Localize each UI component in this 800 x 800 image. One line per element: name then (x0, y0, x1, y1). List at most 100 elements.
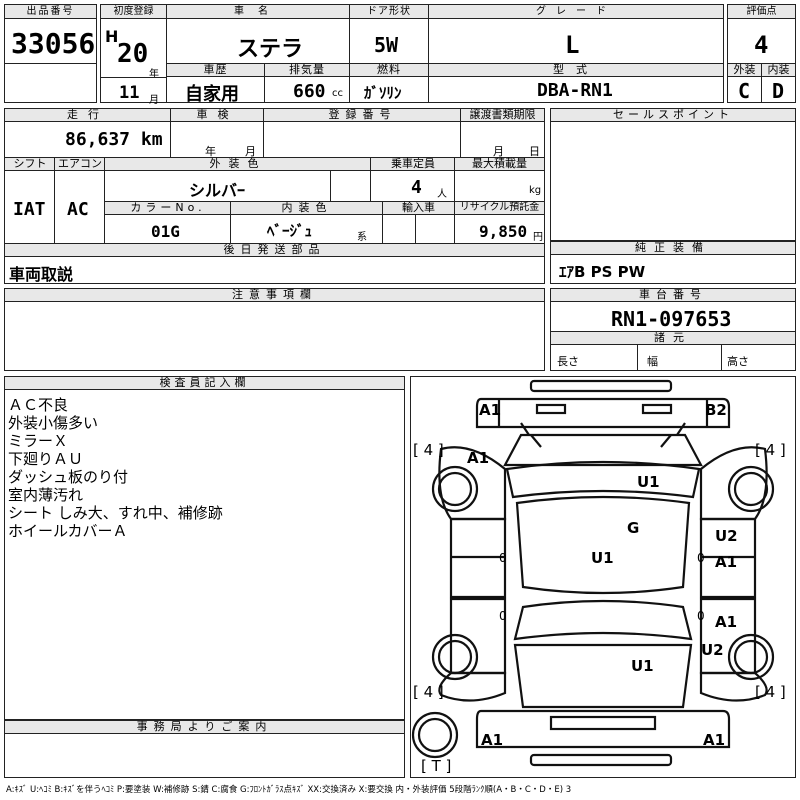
sales-point-box: セールスポイント (550, 108, 796, 241)
door-box: ドア形状 5W (349, 4, 429, 66)
shift: IAT (13, 199, 46, 220)
recycle-label: リサイクル預託金 (455, 202, 544, 215)
year-unit: 年 (149, 69, 159, 80)
shift-label: シフト (5, 158, 55, 171)
interior-color-label: 内装色 (231, 202, 383, 215)
fuel: ｶﾞｿﾘﾝ (364, 84, 402, 102)
note-line: ホイールカバーＡ (8, 522, 128, 540)
score: 4 (754, 31, 769, 59)
mark-roof-front: U1 (637, 473, 660, 491)
tire-rear-right: [ 4 ] (755, 683, 786, 701)
height-label: 高さ (727, 355, 749, 368)
ac-label: エアコン (55, 158, 105, 171)
model-box: 型式 DBA-RN1 (428, 63, 724, 103)
chassis-box: 車台番号 RN1-097653 諸元 長さ 幅 高さ (550, 288, 796, 371)
mark-hood: A1 (467, 449, 490, 467)
later-parts: 車両取説 (9, 265, 74, 284)
note-line: 下廻りＡＵ (8, 450, 84, 468)
tire-rear-left: [ 4 ] (413, 683, 444, 701)
transfer-month-unit: 月 (493, 145, 504, 158)
transfer-label: 譲渡書類期限 (461, 109, 544, 122)
lot-label: 出品番号 (5, 5, 96, 19)
car-diagram-box: [ 4 ] [ 4 ] [ 4 ] [ 4 ] [ T ] A1 B2 A1 U… (410, 376, 796, 778)
later-parts-label: 後日発送部品 (5, 244, 544, 257)
mark-right-door-r-zero: 0 (697, 609, 705, 623)
equipment-label: 純正装備 (551, 242, 795, 255)
displacement-unit: cc (332, 88, 343, 99)
tire-front-left: [ 4 ] (413, 441, 444, 459)
interior-label: 内装 (762, 64, 795, 77)
fuel-box: 燃料 ｶﾞｿﾘﾝ (349, 63, 429, 103)
interior-color-unit: 系 (357, 232, 367, 243)
first-reg-label: 初度登録 (101, 5, 166, 19)
capacity-label: 乗車定員 (371, 158, 455, 171)
width-label: 幅 (647, 355, 658, 368)
caution-label: 注意事項欄 (5, 289, 544, 302)
mark-right-door-rear: A1 (715, 613, 738, 631)
reg-label: 登録番号 (264, 109, 461, 122)
length-label: 長さ (557, 355, 579, 368)
transfer-day-unit: 日 (529, 145, 540, 158)
displacement-label: 排気量 (265, 64, 349, 77)
mileage: 86,637 km (65, 129, 163, 150)
mark-rear-roof: U1 (631, 657, 654, 675)
score-label: 評価点 (728, 5, 795, 19)
note-line: 外装小傷多い (8, 414, 99, 432)
grade: L (565, 31, 580, 59)
interior-color: ﾍﾞｰｼﾞｭ (267, 222, 313, 240)
note-line: ダッシュ板のり付 (8, 468, 129, 486)
score-box: 評価点 4 (727, 4, 796, 66)
chassis: RN1-097653 (611, 307, 732, 331)
month-unit: 月 (149, 95, 159, 106)
history: 自家用 (185, 84, 239, 105)
inspector-box: 検査員記入欄 (4, 376, 405, 720)
reg-year: 20 (117, 39, 149, 69)
mark-right-door-front: U2 (715, 527, 738, 545)
model-label: 型式 (429, 64, 723, 77)
recycle: 9,850 (479, 222, 528, 241)
mark-front-right: B2 (705, 401, 727, 419)
door-label: ドア形状 (350, 5, 428, 19)
load-unit: kg (529, 185, 542, 196)
interior-box: 内装 D (761, 63, 796, 103)
inspection-month-unit: 月 (245, 145, 256, 158)
recycle-unit: 円 (533, 232, 543, 243)
mileage-label: 走行 (5, 109, 171, 122)
chassis-label: 車台番号 (551, 289, 795, 302)
note-line: 室内薄汚れ (8, 486, 84, 504)
car-name: ステラ (237, 37, 304, 62)
exterior: C (738, 79, 751, 103)
exterior-label: 外装 (728, 64, 761, 77)
inspection-year-unit: 年 (205, 145, 216, 158)
capacity: 4 (411, 177, 422, 198)
lot-number-box: 出品番号 33056 (4, 4, 97, 103)
door: 5W (374, 33, 399, 57)
legend: A:ｷｽﾞ U:ﾍｺﾐ B:ｷｽﾞを伴うﾍｺﾐ P:要塗装 W:補修跡 S:錆 … (6, 785, 572, 795)
note-line: ＡＣ不良 (8, 396, 69, 414)
sales-label: セールスポイント (551, 109, 795, 122)
spec-label: 諸元 (551, 332, 795, 345)
exterior-box: 外装 C (727, 63, 762, 103)
load-label: 最大積載量 (455, 158, 544, 171)
mark-front-left: A1 (479, 401, 502, 419)
tire-front-right: [ 4 ] (755, 441, 786, 459)
displacement-box: 排気量 660 cc (264, 63, 350, 103)
office-box: 事務局よりご案内 (4, 720, 405, 778)
equipment-box: 純正装備 ｴｱB PS PW (550, 241, 796, 284)
details-box: 走行 車検 登録番号 譲渡書類期限 86,637 km 年 月 月 日 シフト … (4, 108, 545, 284)
note-line: シート しみ大、すれ中、補修跡 (8, 504, 223, 522)
mark-right-rear: U2 (701, 641, 724, 659)
caution-box: 注意事項欄 (4, 288, 545, 371)
mark-right-door-front-b: A1 (715, 553, 738, 571)
car-name-label: 車名 (167, 5, 349, 19)
mark-roof: U1 (591, 549, 614, 567)
history-box: 車歴 自家用 (166, 63, 265, 105)
history-label: 車歴 (167, 64, 264, 77)
mark-left-door-front: 0 (499, 551, 507, 565)
import-label: 輸入車 (383, 202, 454, 215)
model: DBA-RN1 (537, 80, 613, 101)
mark-windshield: G (627, 519, 640, 537)
reg-month: 11 (119, 83, 140, 103)
era: H (105, 27, 119, 46)
color-no: 01G (151, 222, 180, 241)
